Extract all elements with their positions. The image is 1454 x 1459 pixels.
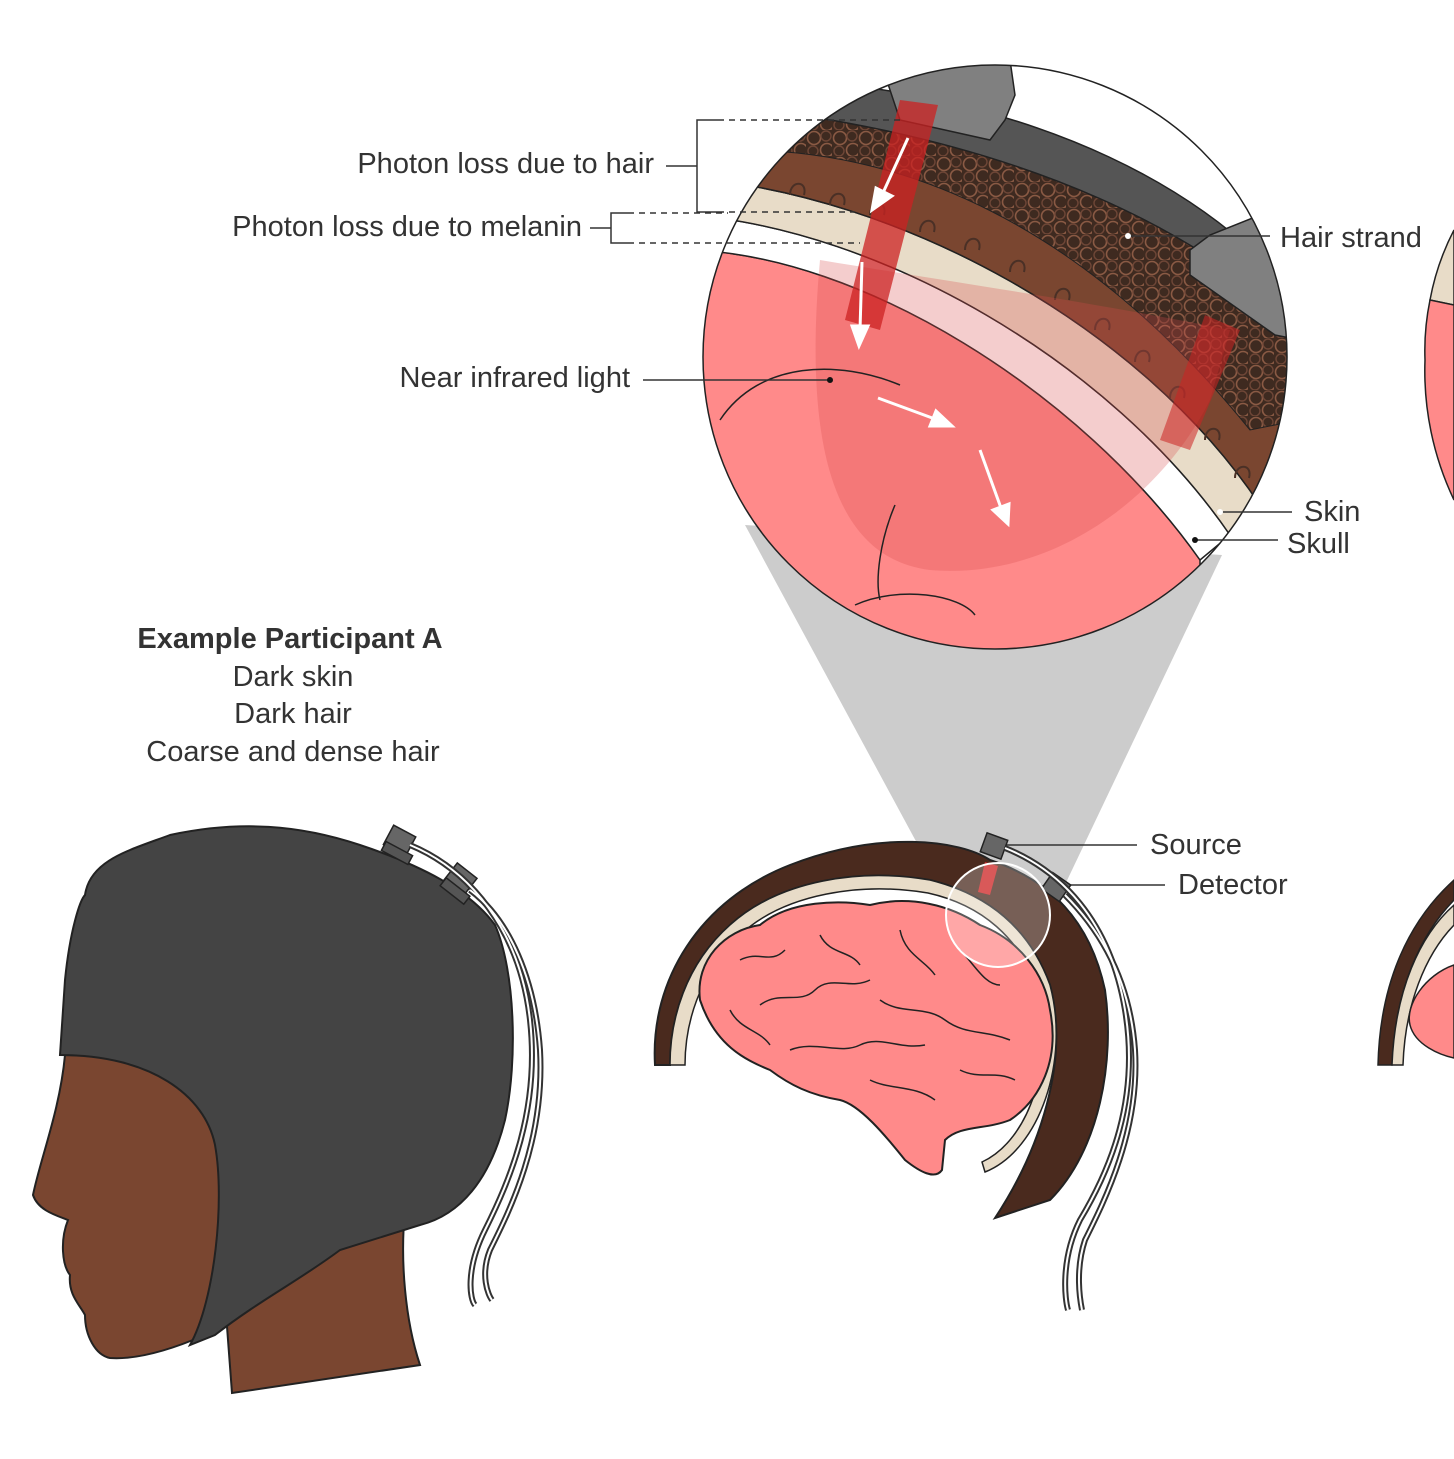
label-photon-loss-hair: Photon loss due to hair	[357, 148, 654, 180]
zoom-cap-band	[797, 84, 1287, 332]
participant-description: Example Participant A Dark skin Dark hai…	[137, 623, 442, 768]
label-hair-strand: Hair strand	[1280, 222, 1422, 254]
label-skin: Skin	[1304, 496, 1360, 528]
zoom-magnifier	[703, 65, 1287, 649]
zoom-brain-fold	[719, 368, 901, 421]
brain-cross-section	[653, 831, 1139, 1311]
leader-lines	[590, 119, 1292, 886]
cap-cables-inner	[409, 844, 542, 1306]
label-skull: Skull	[1287, 528, 1350, 560]
zoom-photon-arrows	[849, 137, 1011, 528]
participant-trait: Dark hair	[234, 698, 352, 730]
skull-shell	[669, 874, 1057, 1174]
section-light-beam	[978, 862, 998, 895]
participant-trait: Dark skin	[233, 661, 354, 693]
label-near-infrared-light: Near infrared light	[400, 362, 631, 394]
zoom-circle-outline	[702, 64, 1288, 650]
zoom-brain-fold	[877, 504, 896, 601]
zoom-light-beam-detector	[1160, 315, 1240, 450]
head-with-cap	[31, 824, 544, 1395]
zoom-indicator-circle	[945, 862, 1051, 968]
zoom-magnifier-2-partial	[1424, 229, 1454, 501]
brain-cross-section-2-partial	[1377, 878, 1454, 1066]
leader-dots	[827, 233, 1223, 543]
eeg-cap	[58, 825, 514, 1347]
brain	[698, 900, 1054, 1176]
brain-gyri	[729, 929, 1016, 1101]
cap-source-optode	[380, 824, 417, 866]
zoom-hair-strands	[789, 182, 1251, 479]
participant-trait: Coarse and dense hair	[146, 736, 440, 768]
section-detector-optode	[1040, 871, 1072, 903]
face-profile	[31, 1053, 262, 1360]
label-source: Source	[1150, 829, 1242, 861]
zoom-light-beam-source	[845, 100, 938, 330]
zoom-brain-fold	[854, 593, 976, 616]
zoom-light-path-glow	[815, 260, 1230, 571]
section-cables-inner	[1004, 847, 1137, 1311]
label-detector: Detector	[1178, 869, 1288, 901]
participant-title: Example Participant A	[137, 623, 442, 655]
label-photon-loss-melanin: Photon loss due to melanin	[232, 211, 582, 243]
